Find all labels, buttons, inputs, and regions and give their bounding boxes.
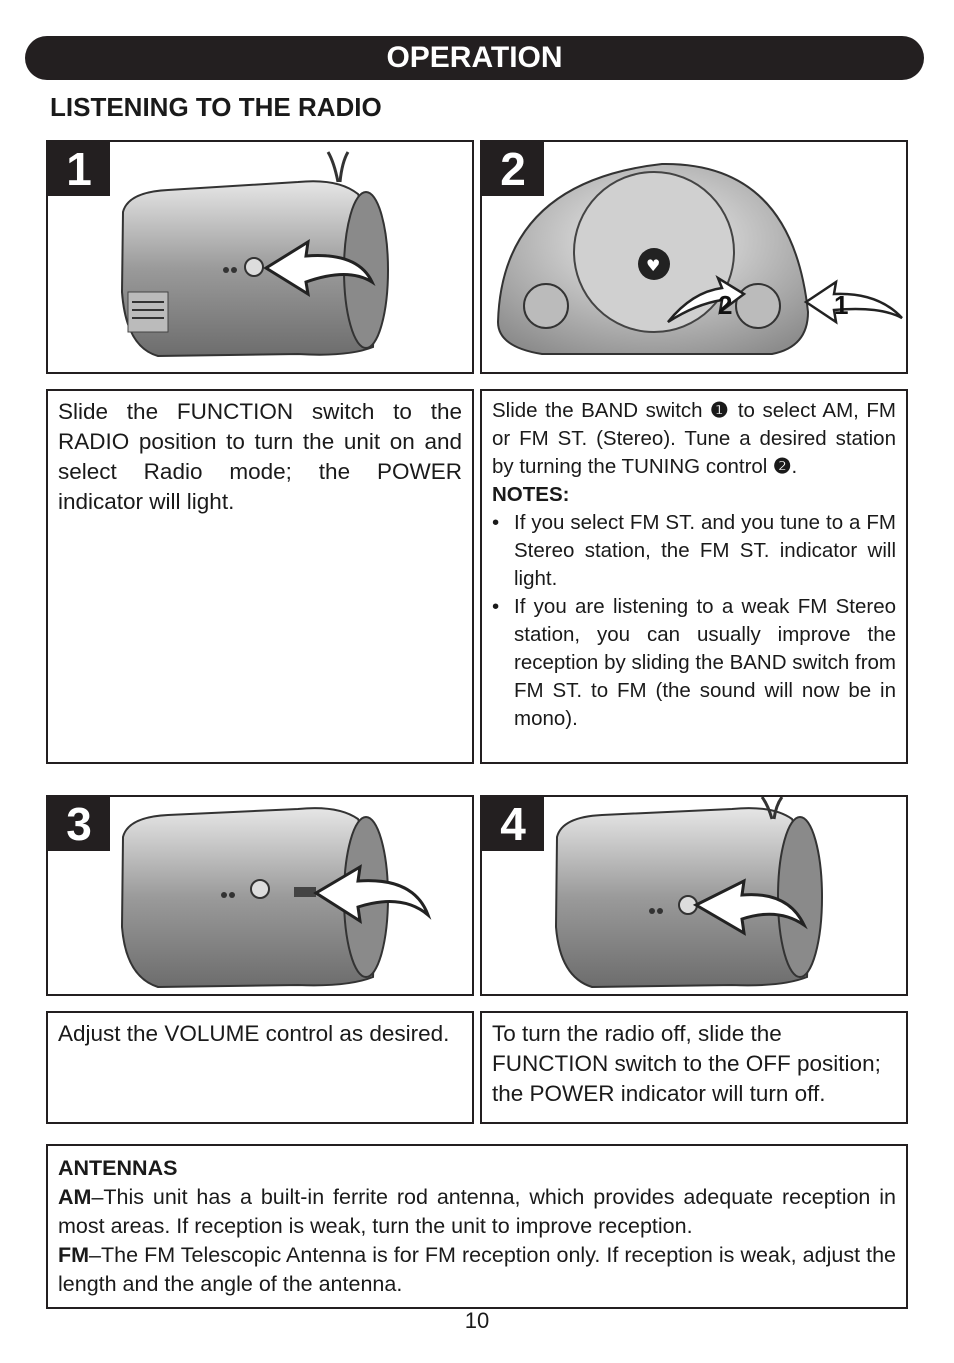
am-label: AM <box>58 1185 92 1209</box>
step-1-figure: 1 <box>46 140 474 374</box>
am-paragraph: AM–This unit has a built-in ferrite rod … <box>58 1185 896 1238</box>
step-number: 4 <box>482 797 544 851</box>
antennas-heading: ANTENNAS <box>58 1156 178 1180</box>
marker-1: ❶ <box>710 399 731 422</box>
step-2-figure: ♥ 2 1 2 <box>480 140 908 374</box>
page-number: 10 <box>464 1308 490 1333</box>
fm-label: FM <box>58 1243 90 1267</box>
step-1-text-box: Slide the FUNCTION switch to the RADIO p… <box>46 389 474 764</box>
radio-side-illustration <box>120 151 389 358</box>
radio-side-illustration <box>554 797 823 989</box>
step-3-instructions: Adjust the VOLUME control as desired. <box>58 1021 450 1046</box>
callout-1: 1 <box>834 290 848 320</box>
marker-2: ❷ <box>773 455 792 478</box>
svg-text:♥: ♥ <box>646 256 660 275</box>
antennas-box: ANTENNAS AM–This unit has a built-in fer… <box>46 1144 908 1309</box>
step-number: 2 <box>482 142 544 196</box>
radio-top-illustration: ♥ 2 1 <box>496 162 903 355</box>
step-number: 1 <box>48 142 110 196</box>
fm-paragraph: FM–The FM Telescopic Antenna is for FM r… <box>58 1243 896 1296</box>
banner-title: OPERATION <box>386 41 563 74</box>
step-4-text-box: To turn the radio off, slide the FUNCTIO… <box>480 1011 908 1124</box>
notes-list: If you select FM ST. and you tune to a F… <box>492 509 896 733</box>
step-3-figure: 3 <box>46 795 474 996</box>
step-2-instructions: Slide the BAND switch ❶ to select AM, FM… <box>492 399 896 478</box>
note-item: If you select FM ST. and you tune to a F… <box>492 509 896 593</box>
step-4-figure: 4 <box>480 795 908 996</box>
step-3-text-box: Adjust the VOLUME control as desired. <box>46 1011 474 1124</box>
callout-2: 2 <box>718 290 732 320</box>
step-2-text-box: Slide the BAND switch ❶ to select AM, FM… <box>480 389 908 764</box>
step-4-instructions: To turn the radio off, slide the FUNCTIO… <box>492 1021 881 1106</box>
step-number: 3 <box>48 797 110 851</box>
page-subtitle: LISTENING TO THE RADIO <box>50 92 382 122</box>
step-1-instructions: Slide the FUNCTION switch to the RADIO p… <box>58 399 462 514</box>
section-banner: OPERATION <box>25 36 924 80</box>
note-item: If you are listening to a weak FM Stereo… <box>492 593 896 733</box>
radio-side-illustration <box>120 807 432 989</box>
notes-heading: NOTES: <box>492 483 570 506</box>
